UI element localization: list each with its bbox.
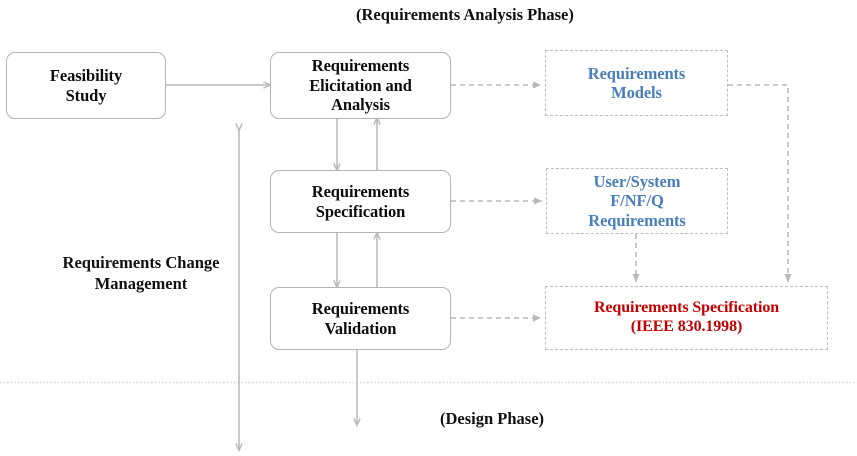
models-line-2: Models	[611, 83, 662, 102]
specification-line-2: Specification	[315, 201, 406, 221]
node-requirements-specification-ieee[interactable]: Requirements Specification (IEEE 830.199…	[545, 286, 828, 350]
node-requirements-validation[interactable]: Requirements Validation	[270, 287, 451, 350]
node-requirements-elicitation-and-analysis[interactable]: Requirements Elicitation and Analysis	[270, 52, 451, 119]
user-system-line-2: F/NF/Q	[610, 191, 664, 211]
change-management-line-2: Change	[165, 253, 220, 272]
feasibility-study-line-1: Feasibility	[49, 66, 123, 86]
dashed-elbow-models-to-ieee-spec	[728, 84, 792, 282]
node-feasibility-study[interactable]: Feasibility Study	[6, 52, 166, 119]
node-requirements-models[interactable]: Requirements Models	[545, 50, 728, 116]
change-management-line-1: Requirements	[62, 253, 162, 272]
models-line-1: Requirements	[587, 63, 686, 83]
requirements-change-management-label: Requirements Change Management	[60, 252, 222, 295]
node-requirements-specification[interactable]: Requirements Specification	[270, 170, 451, 233]
user-system-line-3: Requirements	[588, 210, 686, 230]
feasibility-study-line-2: Study	[65, 85, 107, 105]
requirements-analysis-phase-title: (Requirements Analysis Phase)	[356, 5, 574, 24]
elicitation-line-3: Analysis	[331, 95, 390, 115]
user-system-line-1: User/System	[593, 171, 681, 191]
elicitation-line-2: Elicitation and	[309, 75, 412, 95]
ieee-spec-line-1: Requirements Specification	[593, 299, 780, 317]
change-management-line-3: Management	[94, 274, 188, 294]
ieee-spec-line-2: (IEEE 830.1998)	[630, 318, 743, 335]
node-user-system-fnfq-requirements[interactable]: User/System F/NF/Q Requirements	[546, 168, 728, 234]
design-phase-title: (Design Phase)	[440, 409, 545, 428]
validation-line-2: Validation	[324, 318, 397, 338]
validation-line-1: Requirements	[311, 299, 410, 319]
specification-line-1: Requirements	[311, 182, 410, 202]
elicitation-line-1: Requirements	[311, 56, 410, 76]
